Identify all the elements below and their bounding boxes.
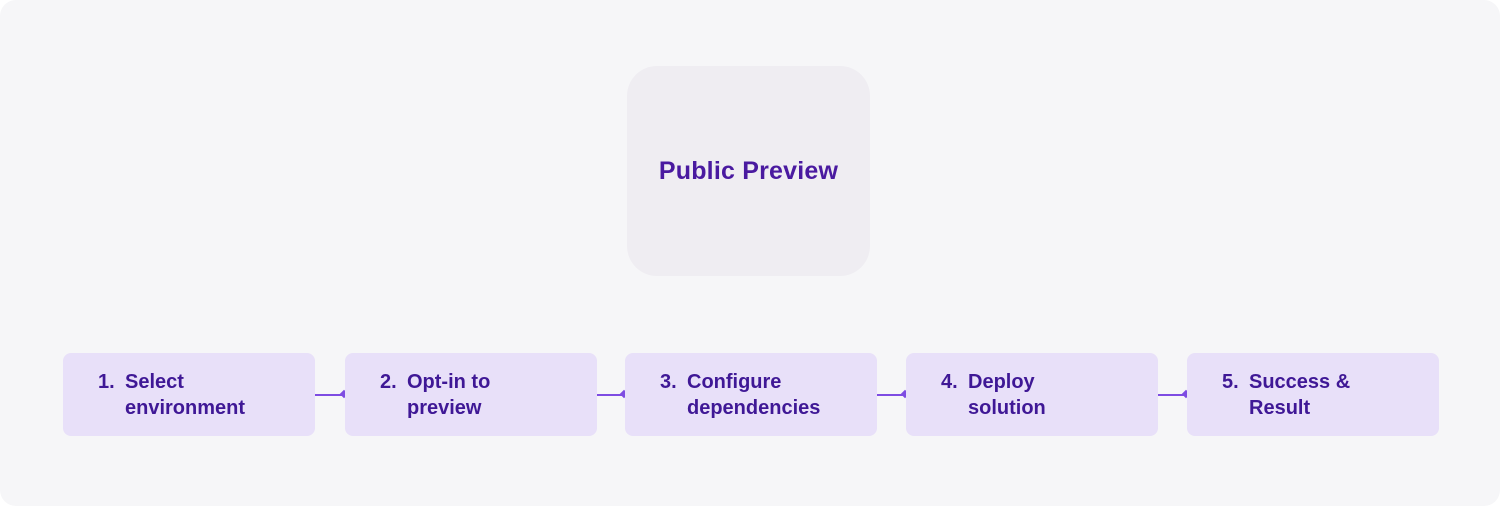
step-success-and-result: 5. Success & Result	[1187, 353, 1439, 436]
step-opt-in-to-preview: 2. Opt-in to preview	[345, 353, 597, 436]
step-number: 3.	[660, 370, 677, 393]
connector-arrow-2	[597, 394, 623, 396]
step-configure-dependencies: 3. Configure dependencies	[625, 353, 877, 436]
step-label: Deploy solution	[968, 370, 1046, 419]
step-number: 1.	[98, 370, 115, 393]
connector-arrow-1	[315, 394, 343, 396]
step-label: Opt-in to preview	[407, 370, 491, 419]
step-number: 4.	[941, 370, 958, 393]
connector-arrow-3	[877, 394, 904, 396]
step-number: 2.	[380, 370, 397, 393]
public-preview-title: Public Preview	[658, 156, 839, 185]
step-label: Select environment	[125, 370, 246, 419]
public-preview-card: Public Preview	[627, 66, 870, 276]
connector-arrow-4	[1158, 394, 1185, 396]
step-deploy-solution: 4. Deploy solution	[906, 353, 1158, 436]
step-label: Success & Result	[1249, 370, 1351, 419]
step-number: 5.	[1222, 370, 1239, 393]
step-label: Configure dependencies	[687, 370, 821, 419]
step-select-environment: 1. Select environment	[63, 353, 315, 436]
